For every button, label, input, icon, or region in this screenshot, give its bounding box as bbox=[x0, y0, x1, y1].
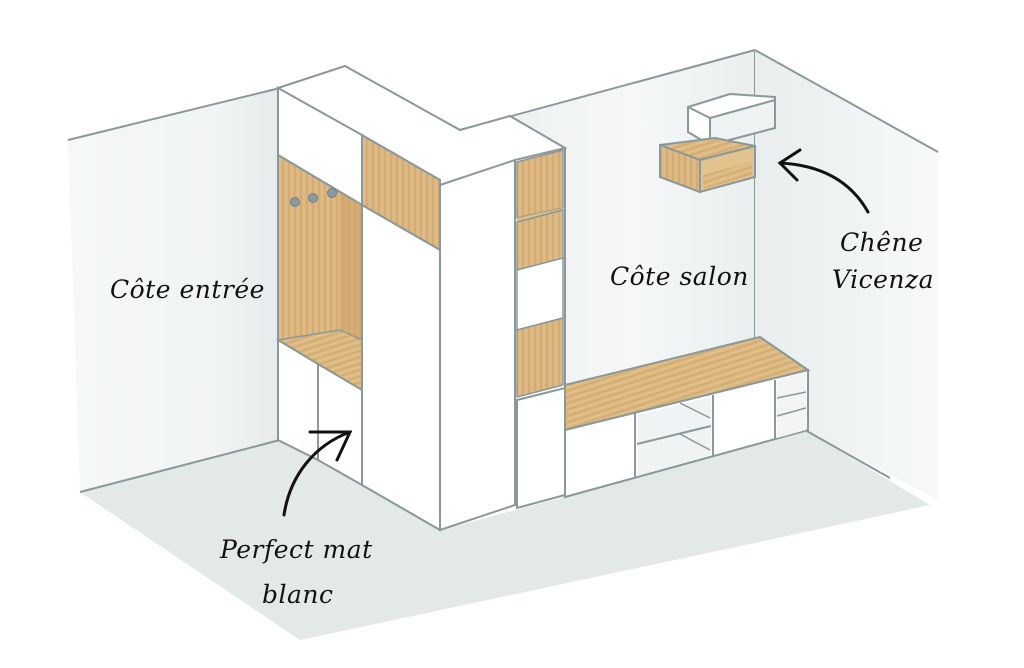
curved-arrow-left-icon bbox=[777, 148, 870, 214]
label-entrance-side: Côte entrée bbox=[110, 275, 265, 304]
column-front bbox=[439, 158, 516, 532]
label-white-finish-2: blanc bbox=[262, 580, 334, 609]
label-living-side: Côte salon bbox=[610, 262, 749, 291]
label-white-finish-1: Perfect mat bbox=[220, 535, 373, 564]
hook-icon bbox=[308, 193, 318, 203]
hook-icon bbox=[327, 188, 337, 198]
open-shelf-3 bbox=[516, 317, 564, 398]
label-oak-finish-2: Vicenza bbox=[832, 265, 935, 294]
open-shelf-1 bbox=[516, 149, 564, 219]
left-wall bbox=[68, 88, 280, 492]
hook-icon bbox=[290, 197, 300, 207]
lower-door-column bbox=[516, 386, 566, 510]
curved-arrow-up-right-icon bbox=[282, 430, 353, 517]
tall-door bbox=[361, 203, 441, 532]
label-oak-finish-1: Chêne bbox=[840, 228, 924, 257]
